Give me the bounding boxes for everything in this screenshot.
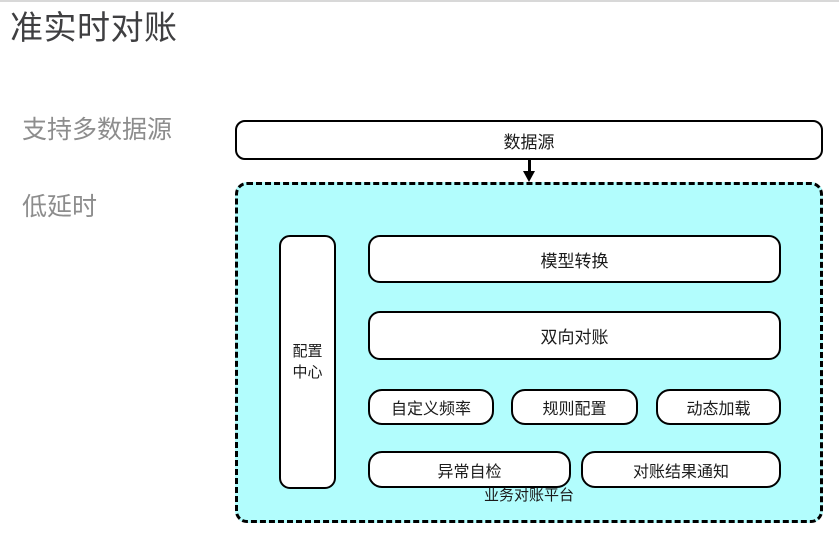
platform-caption: 业务对账平台 — [483, 487, 574, 504]
arrow-shaft — [528, 160, 531, 174]
node-config-center-line2: 中心 — [292, 364, 323, 381]
page-title: 准实时对账 — [10, 9, 178, 46]
container-business-reconciliation-platform: 配置 中心 模型转换 双向对账 自定义频率 规则配置 动态加载 异常自检 对账结… — [235, 182, 823, 523]
arrow-head — [523, 171, 535, 182]
node-two-way-reconciliation-label: 双向对账 — [540, 328, 609, 347]
feature-label-low-latency: 低延时 — [22, 193, 98, 221]
node-reconciliation-result-notification-label: 对账结果通知 — [632, 463, 729, 481]
node-custom-frequency[interactable]: 自定义频率 — [368, 389, 494, 425]
node-exception-self-check[interactable]: 异常自检 — [368, 451, 571, 488]
node-rule-config[interactable]: 规则配置 — [511, 389, 638, 425]
feature-label-multi-source: 支持多数据源 — [22, 116, 173, 144]
node-exception-self-check-label: 异常自检 — [437, 463, 502, 481]
top-divider — [0, 0, 839, 2]
node-data-source-label: 数据源 — [503, 132, 555, 152]
node-dynamic-loading[interactable]: 动态加载 — [656, 389, 781, 425]
node-model-transform[interactable]: 模型转换 — [368, 235, 781, 283]
node-config-center[interactable]: 配置 中心 — [279, 235, 336, 489]
node-config-center-line1: 配置 — [292, 343, 323, 360]
node-reconciliation-result-notification[interactable]: 对账结果通知 — [581, 451, 781, 488]
arrow-down-icon — [523, 160, 535, 182]
node-custom-frequency-label: 自定义频率 — [390, 401, 471, 418]
node-dynamic-loading-label: 动态加载 — [686, 401, 751, 418]
node-rule-config-label: 规则配置 — [542, 401, 607, 418]
node-model-transform-label: 模型转换 — [540, 251, 609, 271]
node-two-way-reconciliation[interactable]: 双向对账 — [368, 311, 781, 360]
node-data-source[interactable]: 数据源 — [235, 120, 823, 160]
